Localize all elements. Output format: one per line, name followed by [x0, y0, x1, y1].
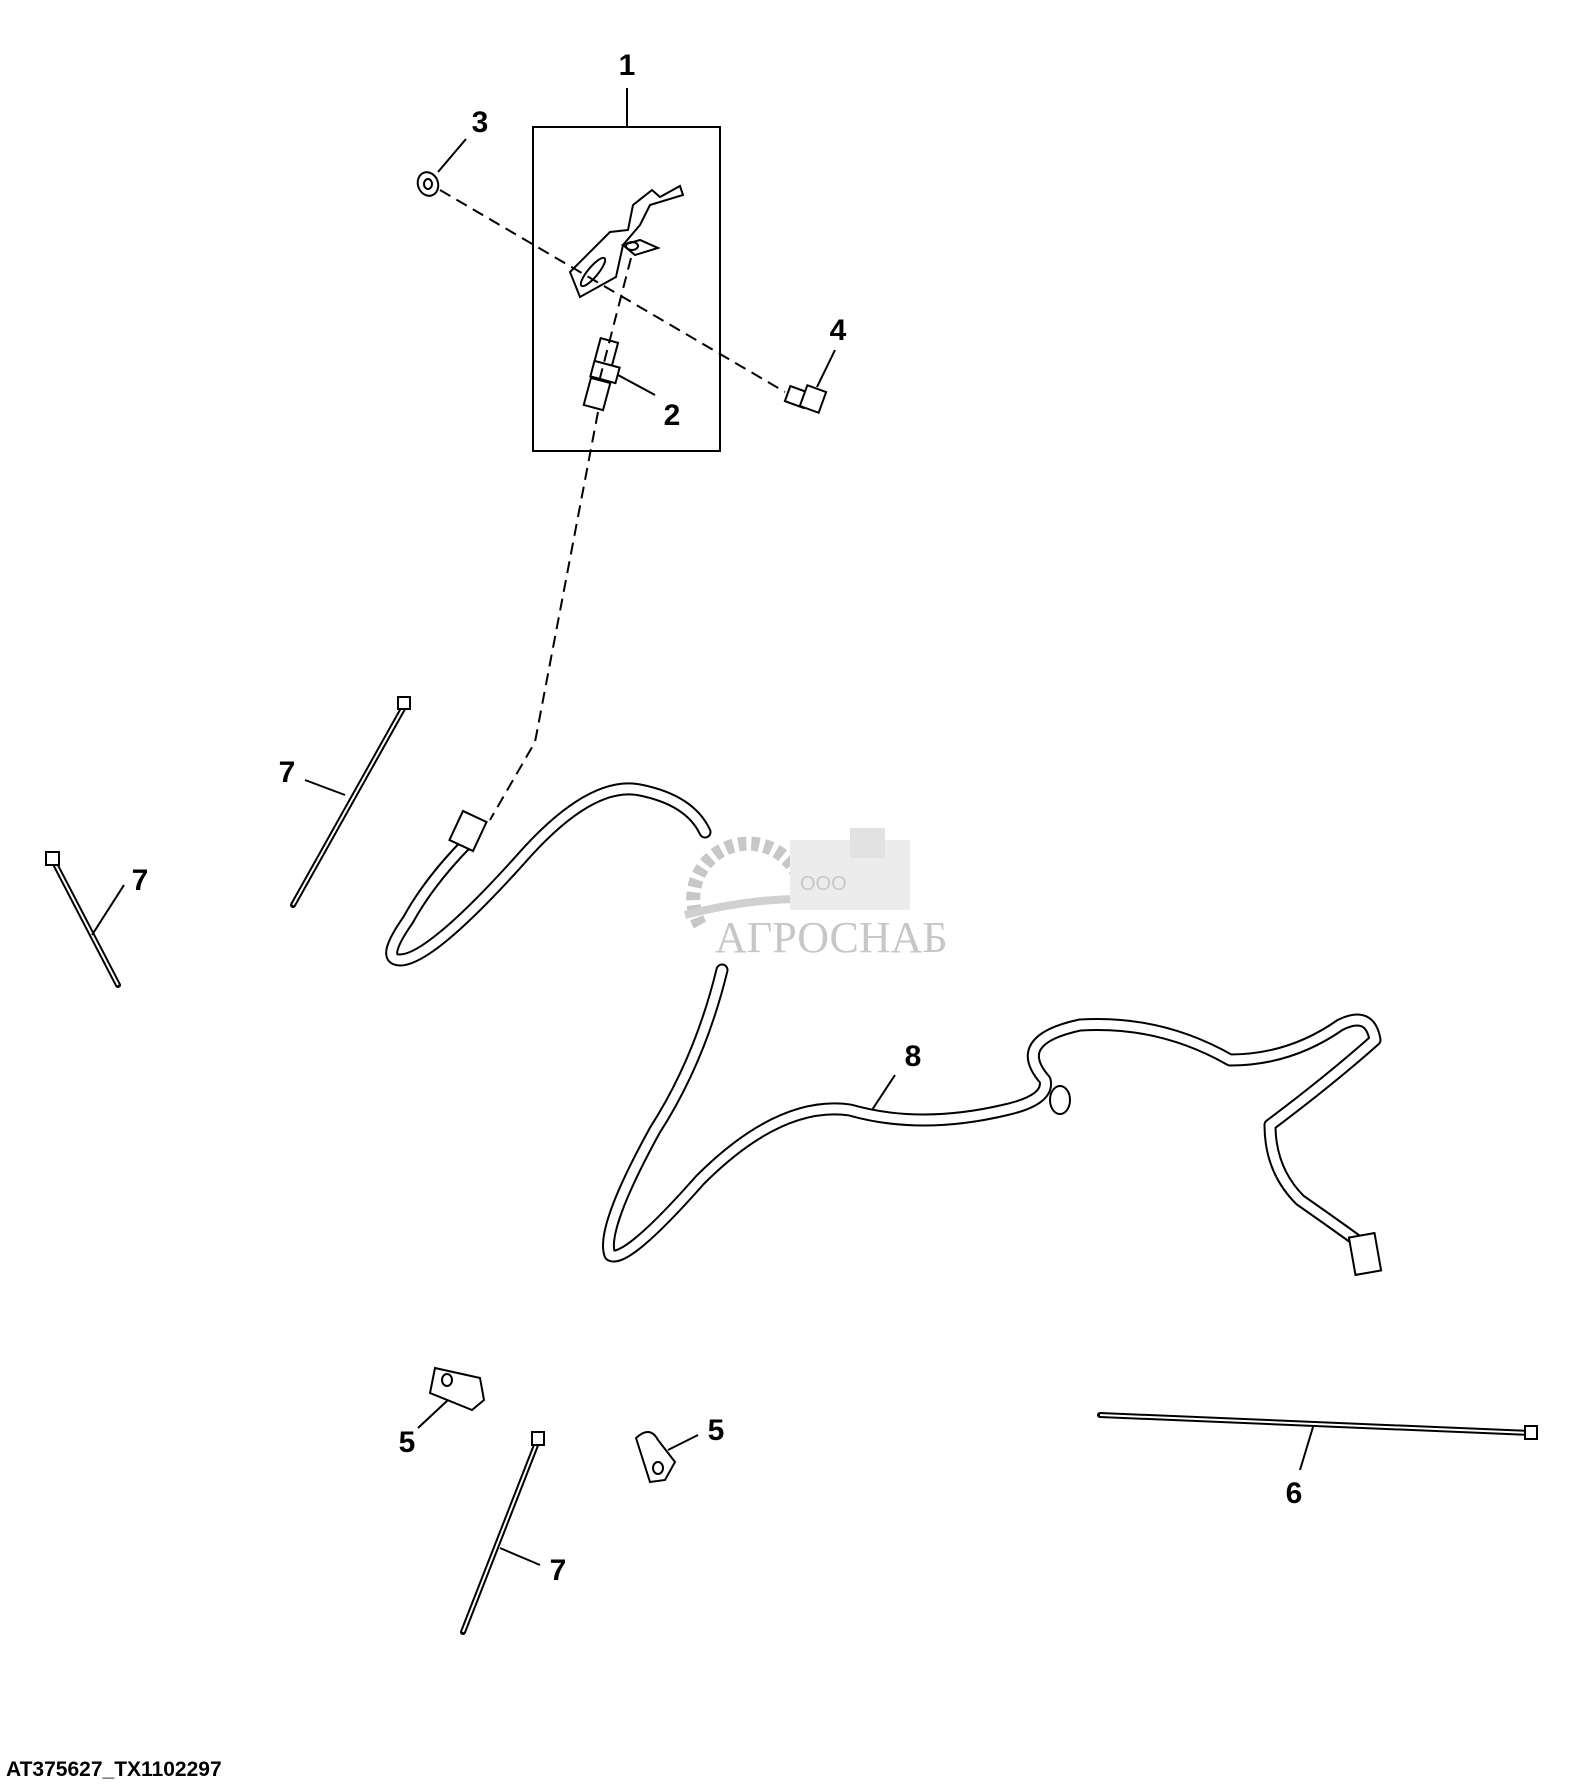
cable-tie-upper [290, 696, 411, 908]
harness-terminal [1347, 1231, 1383, 1277]
callout-8: 8 [905, 1040, 922, 1073]
watermark-text: АГРОСНАБ [715, 913, 948, 962]
callout-3: 3 [472, 106, 489, 139]
figure-id: AT375627_TX1102297 [6, 1758, 222, 1781]
callout-2: 2 [664, 399, 681, 432]
callout-7-upper: 7 [279, 756, 296, 789]
assembly-line [599, 257, 632, 379]
callout-7-left: 7 [132, 864, 149, 897]
bolt [783, 383, 828, 415]
callout-5-left: 5 [399, 1426, 416, 1459]
clip-right [634, 1431, 677, 1484]
cable-tie-left [45, 851, 121, 988]
kit-box [532, 126, 721, 452]
callout-4: 4 [830, 314, 847, 347]
harness-connector [448, 809, 488, 853]
callout-5-right: 5 [708, 1414, 725, 1447]
clip-left [428, 1366, 486, 1412]
bracket-kit: 1 2 [532, 49, 721, 452]
callout-6: 6 [1286, 1477, 1303, 1510]
assembly-line [489, 411, 599, 821]
callout-1: 1 [619, 49, 636, 82]
washer [416, 171, 440, 197]
cable-tie-long [1097, 1412, 1538, 1440]
bracket [568, 184, 685, 299]
assembly-line [439, 189, 786, 393]
watermark-prefix: ООО [800, 873, 847, 895]
wiring-harness [385, 782, 1383, 1277]
harness-eyelet [1049, 1085, 1071, 1115]
cable-tie-lower [460, 1431, 545, 1635]
watermark-logo: ООО АГРОСНАБ [683, 828, 948, 962]
fitting [582, 336, 621, 412]
callout-7-lower: 7 [550, 1554, 567, 1587]
